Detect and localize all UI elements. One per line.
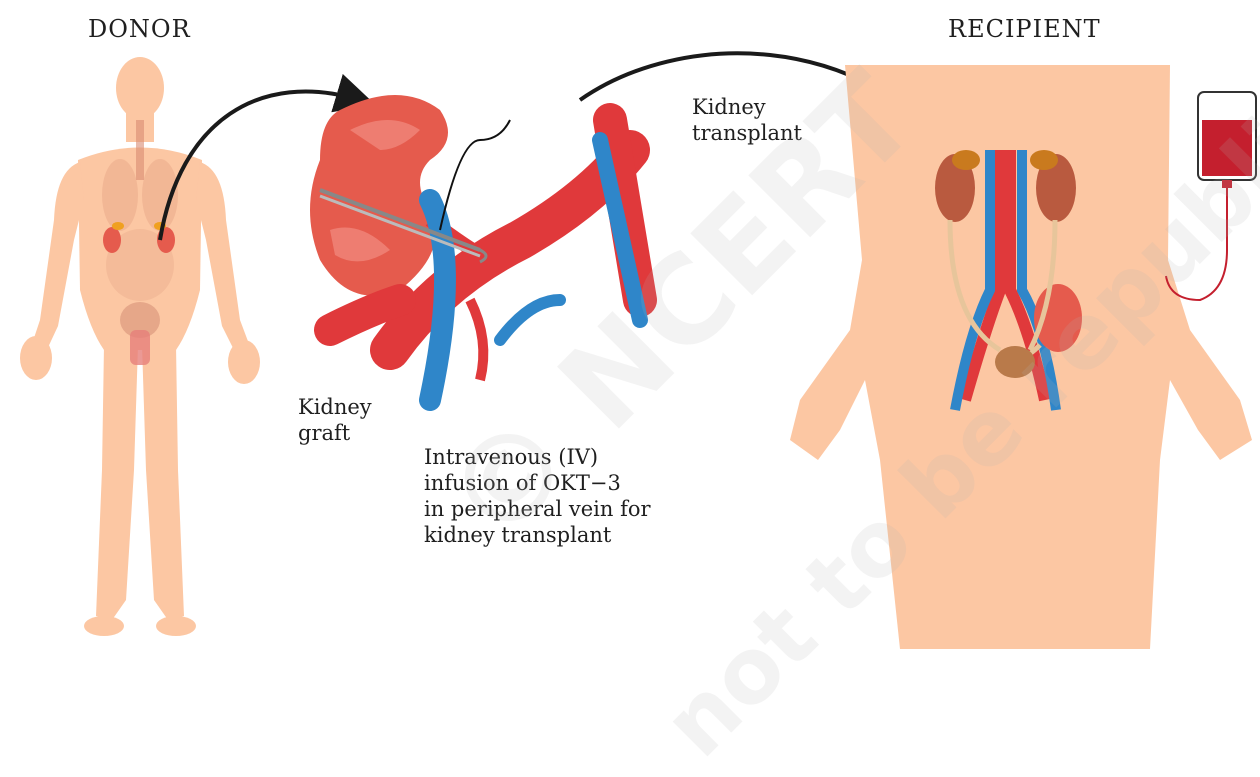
kidney-transplant-label: Kidney transplant [692,94,802,146]
kidney-graft-label: Kidney graft [298,394,372,446]
iv-blood-bag [1166,92,1256,300]
kidney-graft-illustration [310,95,640,400]
iv-infusion-label: Intravenous (IV) infusion of OKT−3 in pe… [424,444,651,548]
donor-body [20,57,260,636]
transplant-diagram [0,0,1260,649]
recipient-body [790,65,1252,649]
